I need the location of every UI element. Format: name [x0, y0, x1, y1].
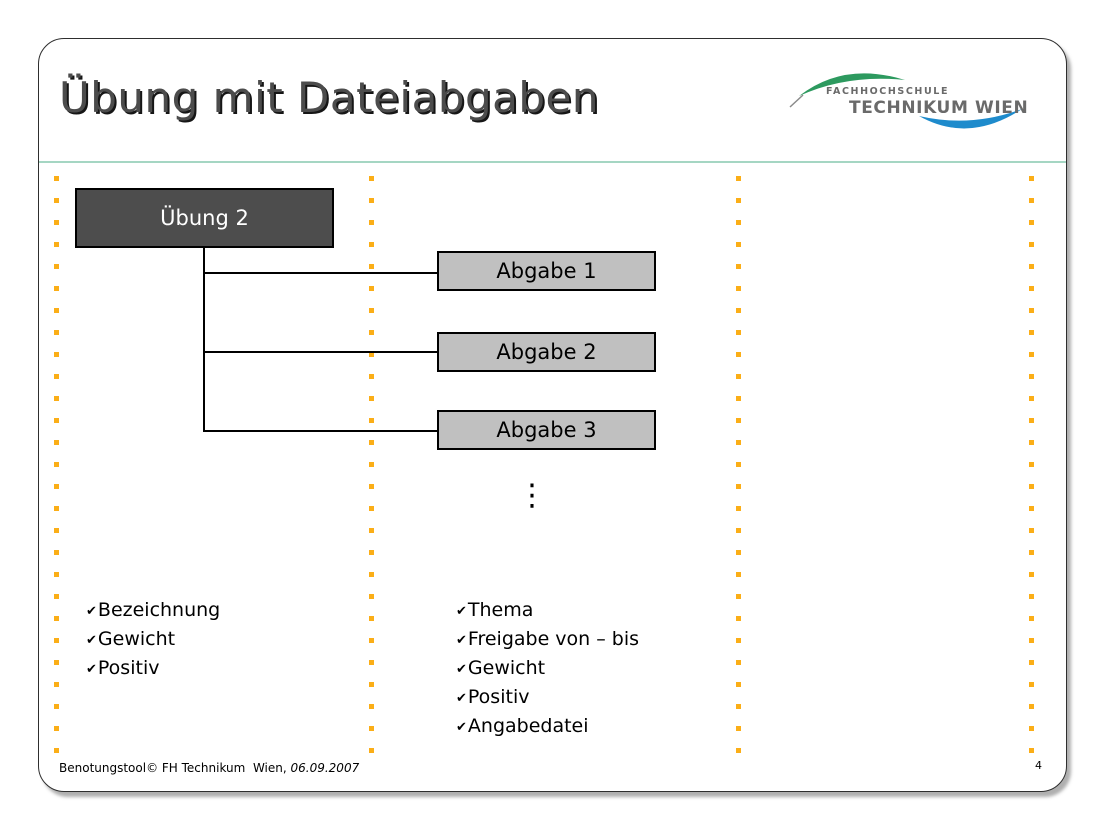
- list-item-label: Gewicht: [467, 657, 546, 679]
- list-item: ✔Bezeichnung: [86, 597, 220, 626]
- diagram-child-box: Abgabe 3: [437, 410, 656, 450]
- list-item: ✔Positiv: [456, 684, 639, 713]
- logo-swooshes: [789, 73, 1022, 129]
- check-icon: ✔: [86, 604, 97, 619]
- diagram-root-box: Übung 2: [75, 188, 334, 248]
- footer: Benotungstool© FH Technikum Wien, 06.09.…: [59, 761, 359, 775]
- check-icon: ✔: [86, 662, 97, 677]
- logo: FACHHOCHSCHULE TECHNIKUM WIEN: [789, 59, 1028, 139]
- footer-text: Benotungstool© FH Technikum Wien,: [59, 761, 291, 775]
- list-item-label: Positiv: [97, 657, 160, 679]
- list-item-label: Gewicht: [97, 628, 176, 650]
- connector-horizontal-2: [203, 351, 437, 353]
- logo-slash: [789, 94, 804, 108]
- list-item-label: Freigabe von – bis: [467, 628, 640, 650]
- check-icon: ✔: [456, 604, 467, 619]
- checklist-right: ✔Thema ✔Freigabe von – bis ✔Gewicht ✔Pos…: [456, 597, 639, 742]
- list-item: ✔Gewicht: [456, 655, 639, 684]
- check-icon: ✔: [456, 691, 467, 706]
- connector-vertical: [203, 248, 205, 430]
- check-icon: ✔: [456, 720, 467, 735]
- dotted-guide-line-2: [369, 176, 374, 756]
- list-item-label: Positiv: [467, 686, 530, 708]
- list-item-label: Angabedatei: [467, 715, 589, 737]
- logo-text-line1: FACHHOCHSCHULE: [826, 86, 950, 97]
- list-item-label: Bezeichnung: [97, 599, 221, 621]
- list-item: ✔Positiv: [86, 655, 220, 684]
- slide: Übung mit Dateiabgaben FACHHOCHSCHULE TE…: [38, 38, 1067, 792]
- diagram-child-box: Abgabe 2: [437, 332, 656, 372]
- title-divider: [39, 161, 1066, 163]
- logo-green-swoosh: [799, 73, 905, 96]
- check-icon: ✔: [456, 633, 467, 648]
- page-title: Übung mit Dateiabgaben: [59, 73, 600, 122]
- dotted-guide-line-3: [736, 176, 741, 756]
- list-item: ✔Gewicht: [86, 626, 220, 655]
- check-icon: ✔: [456, 662, 467, 677]
- footer-date: 06.09.2007: [290, 761, 360, 775]
- list-item: ✔Angabedatei: [456, 713, 639, 742]
- dotted-guide-line-1: [54, 176, 59, 756]
- page-number: 4: [1035, 759, 1042, 772]
- continuation-ellipsis: ⋮: [517, 478, 547, 513]
- logo-blue-swoosh: [919, 109, 1022, 129]
- checklist-left: ✔Bezeichnung ✔Gewicht ✔Positiv: [86, 597, 220, 684]
- dotted-guide-line-4: [1029, 176, 1034, 756]
- connector-horizontal-1: [203, 272, 437, 274]
- list-item: ✔Thema: [456, 597, 639, 626]
- check-icon: ✔: [86, 633, 97, 648]
- list-item: ✔Freigabe von – bis: [456, 626, 639, 655]
- list-item-label: Thema: [467, 599, 534, 621]
- diagram-child-box: Abgabe 1: [437, 251, 656, 291]
- logo-text-line2: TECHNIKUM WIEN: [849, 98, 1029, 118]
- connector-horizontal-3: [203, 430, 437, 432]
